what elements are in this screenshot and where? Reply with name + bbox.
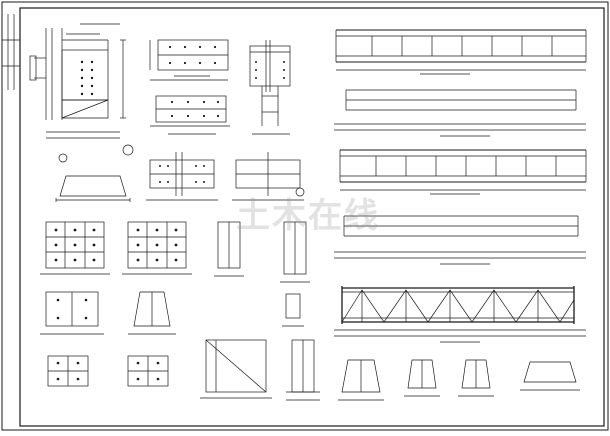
base-trapezoid-2 — [520, 361, 580, 391]
anchor-plate-2 — [47, 355, 89, 387]
base-plate-2-bolts — [136, 228, 178, 262]
base-plate-1-bolts — [54, 228, 96, 262]
beam-1-stiffeners — [371, 36, 553, 56]
gusset-elevation — [200, 339, 272, 399]
beam-plan-2 — [334, 215, 586, 265]
pedestal-elevation-1 — [128, 291, 176, 335]
anchor-plate-2-bolts — [56, 361, 80, 381]
stub-section-2 — [280, 221, 310, 283]
bolt-row-2 — [170, 100, 220, 118]
pedestal-elevation-2 — [338, 359, 384, 401]
plate-detail-1 — [149, 39, 229, 81]
binding-strip — [2, 14, 20, 90]
beam-elevation-2 — [339, 149, 587, 195]
bolt-row-1 — [168, 45, 217, 65]
truss-elevation — [334, 286, 586, 343]
beam-2-stiffeners — [375, 156, 557, 176]
plate-3-bolts — [159, 165, 205, 183]
base-plate-plan-1 — [40, 221, 110, 275]
pedestal-elevation-3 — [404, 359, 440, 397]
anchor-plate-1 — [40, 291, 104, 335]
column-base-elevation — [286, 339, 320, 401]
sheet-inner-border — [19, 7, 605, 427]
section-marker — [58, 153, 68, 163]
base-plate-plan-2 — [122, 221, 192, 275]
stub-section-3 — [282, 293, 304, 327]
column-section-1 — [249, 40, 291, 135]
stub-section-1 — [214, 221, 244, 277]
detail-marker-2 — [295, 187, 305, 197]
plate-detail-2 — [150, 95, 230, 135]
anchor-plate-3-bolts — [136, 361, 160, 381]
detail-marker — [122, 144, 134, 156]
beam-elevation-1 — [335, 29, 587, 75]
beam-plan-1 — [334, 89, 586, 137]
anchor-plate-3 — [127, 355, 169, 387]
base-trapezoid-1 — [55, 175, 131, 202]
anchor-plate-1-bolts — [56, 298, 88, 320]
pedestal-elevation-4 — [458, 359, 494, 397]
joint-detail-1 — [29, 23, 126, 139]
connection-plate-4 — [232, 152, 304, 201]
connection-plate-3 — [146, 152, 218, 201]
column-bolts — [255, 61, 285, 79]
bolt-grid-1 — [80, 60, 94, 96]
